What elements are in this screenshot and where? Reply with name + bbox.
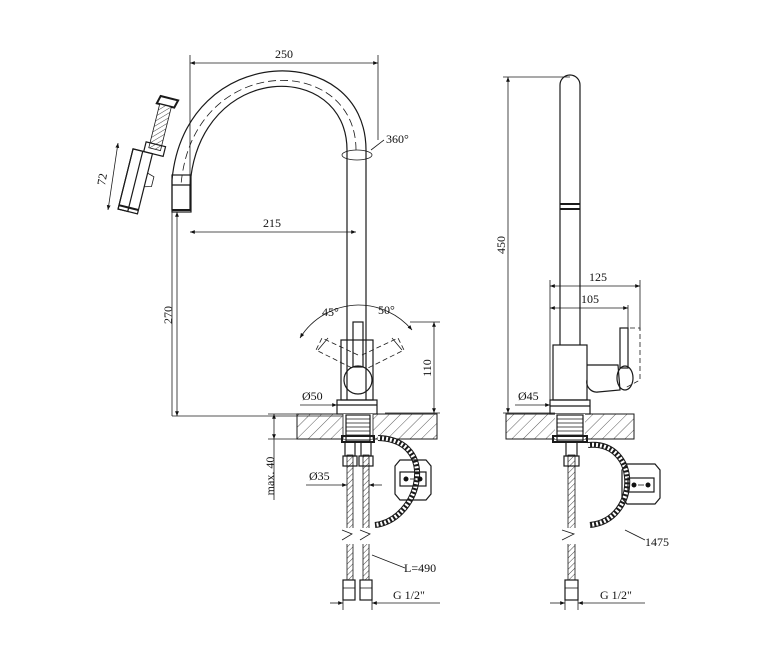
spray-head-detail: [117, 94, 180, 215]
hose-dia-label: Ø35: [309, 469, 330, 483]
dim-total-height: 450: [494, 76, 570, 414]
pull-hose-label: 1475: [645, 535, 669, 549]
counterweight-front: [394, 459, 432, 501]
supply-hoses-front: [340, 435, 421, 601]
angle-left-label: 45°: [322, 305, 339, 319]
supply-hoses-side: [560, 441, 631, 601]
total-height-label: 450: [494, 236, 508, 254]
dim-max-thickness: max. 40: [263, 413, 297, 500]
counterweight-side: [621, 463, 661, 505]
side-base-dia-label: Ø45: [518, 389, 539, 403]
rotation-indicator: 360°: [341, 132, 409, 161]
dim-side-base-dia: Ø45: [515, 389, 550, 407]
countertop-side: [505, 413, 635, 443]
thread-side-label: G 1/2": [600, 588, 632, 602]
max-thickness-label: max. 40: [263, 457, 277, 496]
dim-hose-length: L=490: [371, 554, 436, 575]
base-dia-label: Ø50: [302, 389, 323, 403]
dim-handle-height: 110: [385, 321, 440, 414]
faucet-body: [315, 321, 405, 415]
dim-thread-front: G 1/2": [330, 588, 440, 610]
rotation-label: 360°: [386, 132, 409, 146]
side-depth-outer-label: 125: [589, 270, 607, 284]
dim-base-dia: Ø50: [300, 389, 337, 407]
dim-hose-dia: Ø35: [306, 469, 382, 487]
front-view: 250 360° 215 270: [161, 47, 440, 610]
side-view: 450 125 105 Ø45: [494, 74, 669, 610]
dim-width-top-label: 250: [275, 47, 293, 61]
dim-height-spout-label: 270: [161, 306, 175, 324]
spray-height-label: 72: [94, 172, 110, 186]
thread-front-label: G 1/2": [393, 588, 425, 602]
dim-reach-label: 215: [263, 216, 281, 230]
dim-height-spout: 270: [161, 212, 345, 417]
angle-indicators: 45° 50°: [299, 303, 413, 339]
dim-pull-hose: 1475: [624, 529, 669, 549]
spout: [171, 70, 367, 400]
countertop-front: [296, 413, 438, 443]
dim-reach: 215: [190, 216, 356, 234]
dim-handle-height-label: 110: [420, 359, 434, 377]
angle-right-label: 50°: [378, 303, 395, 317]
dim-spray-height: 72: [94, 142, 120, 211]
dim-width-top: 250: [189, 47, 379, 200]
dim-side-depth: 125 105: [549, 270, 641, 400]
side-depth-inner-label: 105: [581, 292, 599, 306]
dim-thread-side: G 1/2": [550, 588, 645, 610]
hose-length-label: L=490: [404, 561, 436, 575]
spout-side: [549, 74, 641, 415]
